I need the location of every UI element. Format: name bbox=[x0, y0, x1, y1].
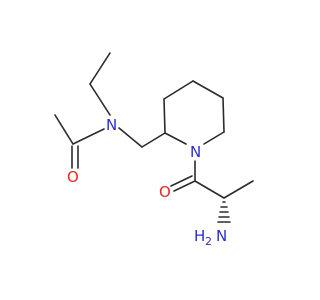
ring-bond-5 bbox=[203, 131, 225, 145]
atom-amine-subscript: 2 bbox=[205, 235, 212, 248]
ring-bond-6 bbox=[164, 132, 187, 145]
ring-bond-2 bbox=[163, 80, 194, 100]
amine-group-label: H 2 N bbox=[194, 227, 227, 248]
bond-alpha-methyl bbox=[223, 180, 254, 199]
bond-acetyl-to-n bbox=[72, 128, 105, 145]
bond-ketone-1 bbox=[173, 180, 196, 192]
atom-nitrogen-piperidine: N bbox=[190, 143, 201, 161]
bond-n-ch2 bbox=[118, 127, 143, 148]
atom-nitrogen-amide: N bbox=[106, 116, 117, 134]
bond-ch2-ring bbox=[141, 132, 166, 148]
ring-bond-4 bbox=[222, 97, 225, 133]
molecule-canvas: O N N O H 2 N bbox=[54, 52, 254, 248]
stereo-hashed-wedge bbox=[217, 201, 231, 223]
atom-amine-h: H bbox=[194, 227, 205, 245]
bond-ethyl-ch2 bbox=[89, 83, 111, 116]
atom-oxygen-ketone: O bbox=[159, 183, 171, 201]
bond-carbonyl-alpha bbox=[194, 180, 225, 199]
ring-bond-3 bbox=[192, 80, 224, 99]
ring-bond-1 bbox=[163, 98, 166, 134]
bond-ketone-2 bbox=[170, 175, 193, 187]
atom-oxygen-acetyl: O bbox=[67, 168, 79, 186]
atom-amine-n: N bbox=[216, 227, 227, 245]
bond-ethyl-ch3 bbox=[89, 52, 111, 85]
structure-diagram: O N N O H 2 N bbox=[54, 52, 254, 248]
bond-acetyl-methyl bbox=[54, 114, 74, 145]
